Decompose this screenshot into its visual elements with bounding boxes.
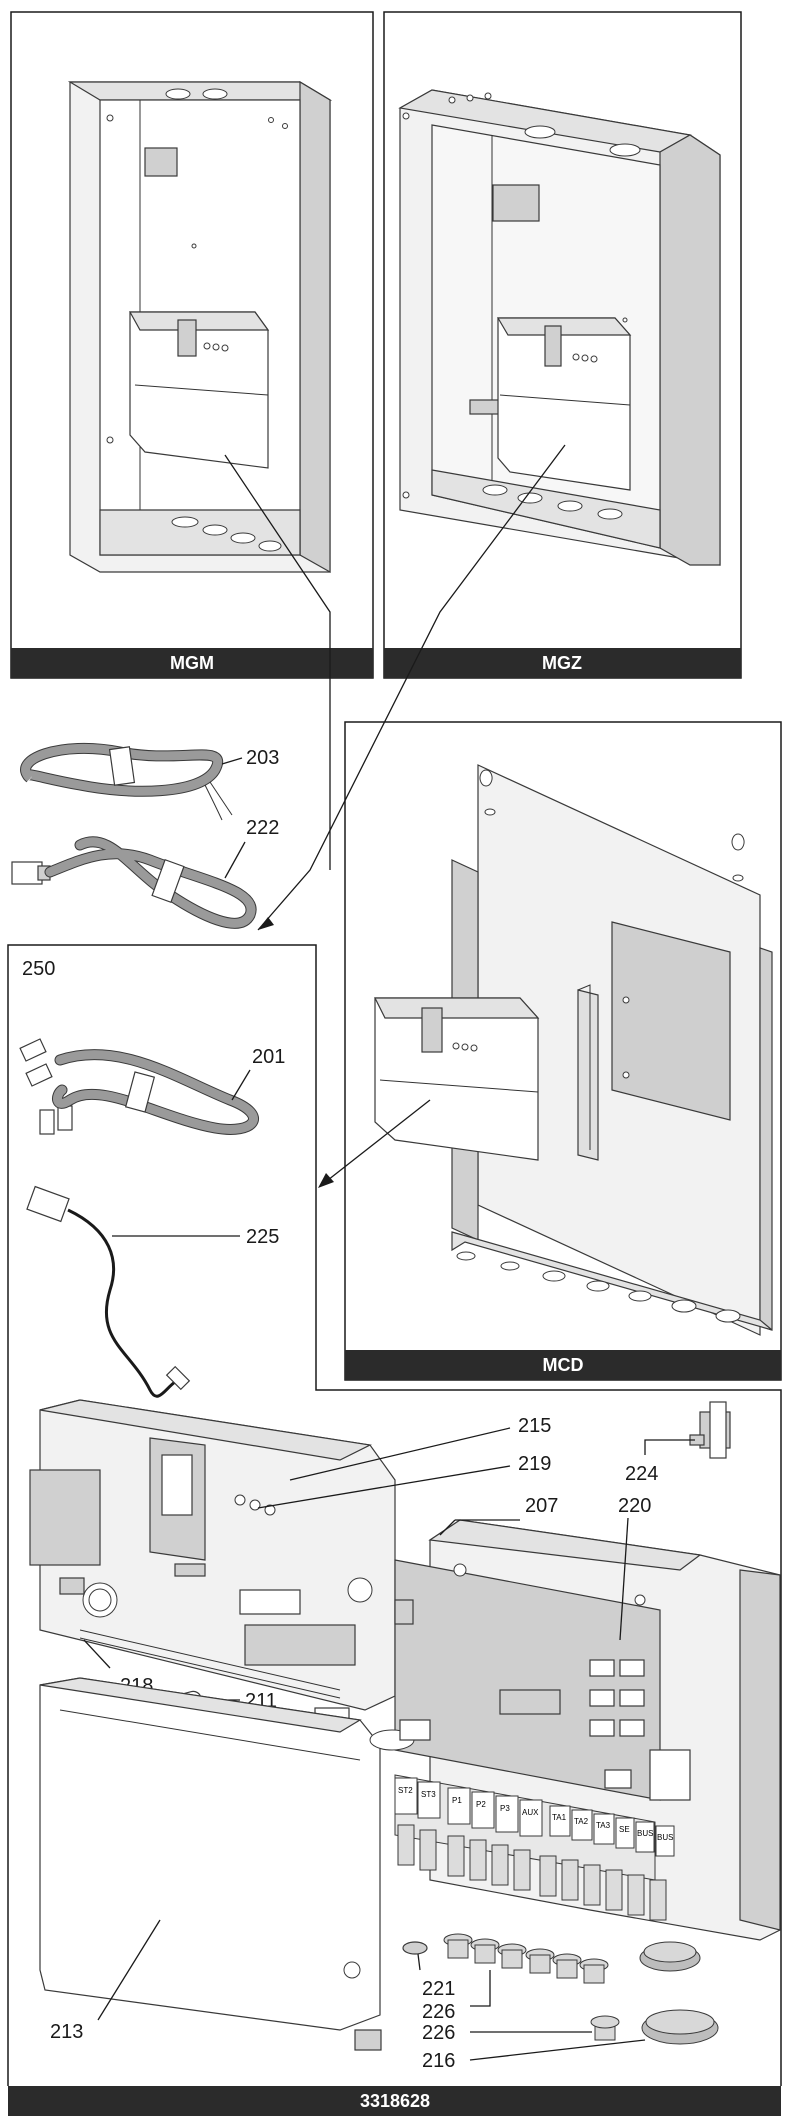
callout-226-a: 226 bbox=[422, 2001, 455, 2023]
mgz-label: MGZ bbox=[542, 653, 582, 673]
callout-221: 221 bbox=[422, 1978, 455, 2000]
cable-201: 201 bbox=[19, 1038, 285, 1135]
grommets: 221 226 226 216 bbox=[402, 1933, 719, 2072]
clamp-224: 224 bbox=[625, 1401, 731, 1485]
terminal-label: AUX bbox=[522, 1808, 539, 1817]
terminal-label: TA3 bbox=[596, 1821, 611, 1830]
mgm-label: MGM bbox=[170, 653, 214, 673]
mgm-panel: MGM bbox=[10, 11, 374, 679]
mcd-controller bbox=[374, 997, 540, 1161]
callout-220: 220 bbox=[618, 1495, 651, 1517]
terminal-label: ST3 bbox=[421, 1790, 436, 1799]
kit-250-frame: 250 bbox=[7, 944, 782, 2086]
base-housing: 207 220 bbox=[369, 1495, 781, 1941]
mgz-label-bar bbox=[384, 648, 741, 678]
callout-213: 213 bbox=[50, 2021, 83, 2043]
terminal-label: BUS bbox=[637, 1829, 653, 1838]
terminal-label: BUS bbox=[657, 1833, 673, 1842]
callout-203: 203 bbox=[246, 747, 279, 769]
terminal-label: ST2 bbox=[398, 1786, 413, 1795]
drawing-number: 3318628 bbox=[360, 2091, 430, 2111]
mgm-label-bar bbox=[11, 648, 373, 678]
terminal-label: P1 bbox=[452, 1796, 462, 1805]
terminal-label: TA2 bbox=[574, 1817, 589, 1826]
mcd-label-bar bbox=[345, 1350, 781, 1380]
mcd-panel: MCD bbox=[318, 721, 782, 1381]
callout-207: 207 bbox=[525, 1495, 558, 1517]
controller-top-housing: 215 219 218 bbox=[29, 1399, 551, 1711]
callout-216: 216 bbox=[422, 2050, 455, 2072]
terminal-label: TA1 bbox=[552, 1813, 567, 1822]
cable-222: 222 bbox=[11, 817, 279, 929]
drawing-number-bar bbox=[8, 2086, 781, 2116]
mgz-panel: MGZ bbox=[383, 11, 742, 679]
kit-label: 250 bbox=[22, 958, 55, 980]
mcd-label: MCD bbox=[543, 1355, 584, 1375]
mgm-controller bbox=[128, 311, 270, 469]
cable-225: 225 bbox=[26, 1185, 279, 1398]
callout-226-b: 226 bbox=[422, 2022, 455, 2044]
connector-lines bbox=[224, 444, 566, 931]
front-cover: 213 bbox=[39, 1677, 382, 2051]
callout-222: 222 bbox=[246, 817, 279, 839]
mgz-controller bbox=[496, 317, 632, 491]
terminal-label: P3 bbox=[500, 1804, 510, 1813]
callout-201: 201 bbox=[252, 1046, 285, 1068]
cable-203: 203 bbox=[20, 742, 279, 821]
terminal-label: SE bbox=[619, 1825, 630, 1834]
callout-225: 225 bbox=[246, 1226, 279, 1248]
callout-219: 219 bbox=[518, 1453, 551, 1475]
terminal-strip: ST2 ST3 P1 P2 P3 AUX TA1 TA2 TA3 SE BUS … bbox=[394, 1777, 675, 1921]
callout-215: 215 bbox=[518, 1415, 551, 1437]
callout-224: 224 bbox=[625, 1463, 658, 1485]
terminal-label: P2 bbox=[476, 1800, 486, 1809]
